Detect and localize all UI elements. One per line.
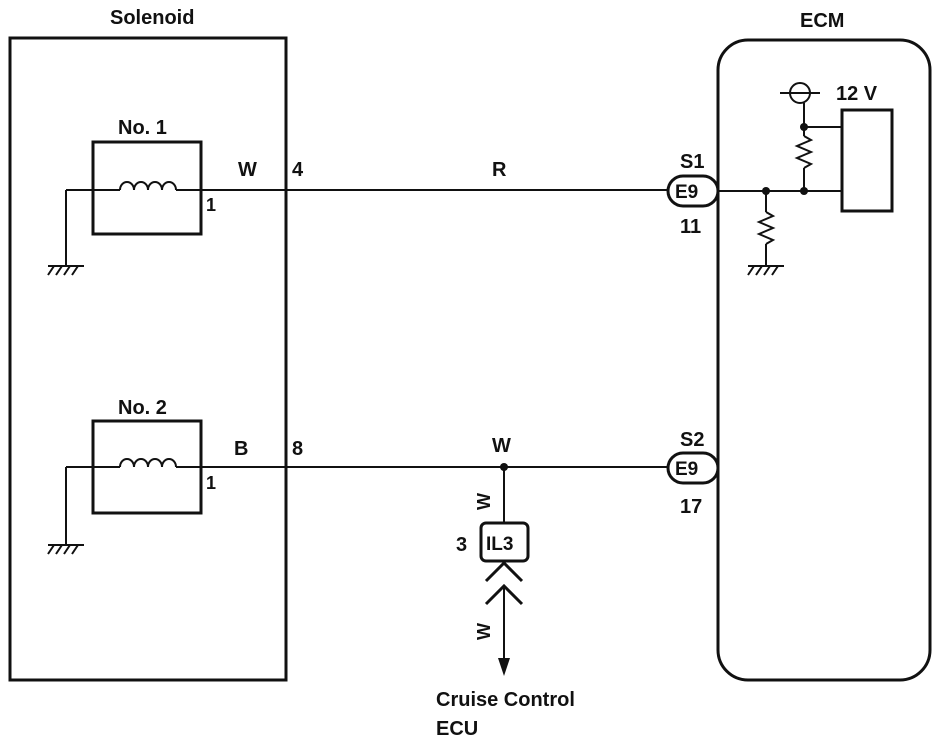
coil-no1-label: No. 1 — [118, 117, 167, 139]
supply-voltage-label: 12 V — [836, 83, 878, 105]
ground-symbol-2 — [47, 544, 84, 555]
branch-lower-color: W — [474, 623, 494, 640]
s2-pin-label: 17 — [680, 496, 702, 518]
coil-no1-winding — [119, 181, 177, 191]
il3-connector-box — [479, 521, 530, 563]
coil-no2-winding — [119, 458, 177, 468]
ecm-outline — [716, 38, 932, 682]
ecm-internal-circuit: 12 V — [718, 82, 894, 276]
s1-connector-label: E9 — [675, 182, 698, 203]
coil-no2-wire-color: B — [234, 438, 248, 460]
il3-connector-label: IL3 — [486, 534, 513, 555]
pull-down-resistor — [756, 211, 776, 245]
s1-signal-label: S1 — [680, 151, 704, 173]
cruise-ecu-label-line2: ECU — [436, 718, 478, 740]
coil-no2-label: No. 2 — [118, 397, 167, 419]
coil-no1-box — [91, 140, 203, 236]
bottom-wire: W — [286, 435, 668, 471]
ecm-block: ECM S1 E9 11 S2 E9 17 — [666, 10, 932, 682]
s1-pin-label: 11 — [680, 216, 701, 238]
ground-symbol-3 — [747, 265, 784, 276]
cruise-branch: W IL3 3 W Cruise Control ECU — [436, 467, 575, 740]
pull-up-resistor — [794, 135, 814, 169]
ecm-title: ECM — [800, 10, 844, 32]
solenoid-title: Solenoid — [110, 7, 194, 29]
connector-chevron-upper — [484, 560, 524, 583]
solenoid-block: Solenoid No. 1 1 W 4 No. 2 — [8, 7, 304, 682]
ecm-ic-block — [840, 108, 894, 213]
coil-no1: No. 1 1 W 4 — [47, 117, 304, 276]
il3-pin-label: 3 — [456, 534, 467, 556]
s2-connector-pill — [666, 451, 720, 485]
ground-symbol-1 — [47, 265, 84, 276]
connector-chevron-lower — [484, 583, 524, 606]
coil-no2-pin: 1 — [206, 473, 216, 493]
solenoid-outline — [8, 36, 288, 682]
s2-signal-label: S2 — [680, 429, 704, 451]
coil-no1-pin: 1 — [206, 195, 216, 215]
terminal-4-label: 4 — [292, 159, 304, 181]
terminal-8-label: 8 — [292, 438, 303, 460]
coil-no1-wire-color: W — [238, 159, 257, 181]
arrow-down-icon — [498, 658, 510, 676]
coil-no2: No. 2 1 B 8 — [47, 397, 303, 555]
top-wire-color: R — [492, 159, 507, 181]
connector-s2: S2 E9 17 — [666, 429, 720, 518]
branch-upper-color: W — [474, 493, 494, 510]
connector-s1: S1 E9 11 — [666, 151, 720, 238]
bottom-wire-color: W — [492, 435, 511, 457]
top-wire: R — [286, 159, 668, 191]
cruise-ecu-label-line1: Cruise Control — [436, 689, 575, 711]
s2-connector-label: E9 — [675, 459, 698, 480]
